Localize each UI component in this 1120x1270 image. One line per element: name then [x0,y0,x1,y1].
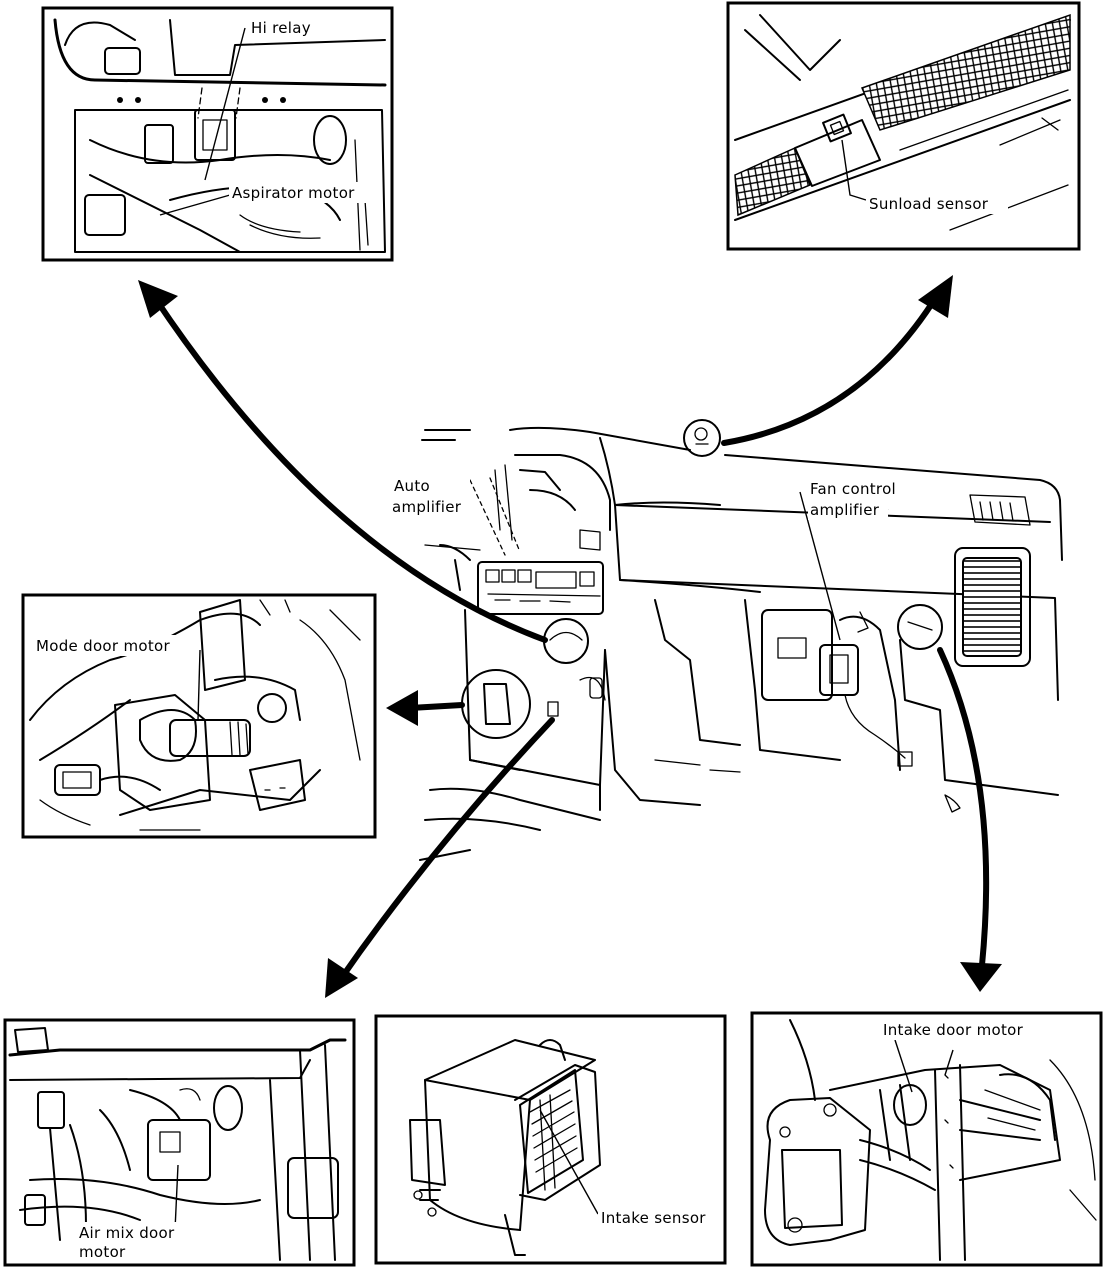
panel-hi-relay-aspirator: Hi relay Aspirator motor [41,6,394,262]
arrowhead-up-left-icon [138,280,178,318]
arrow-to-hi-relay-panel [152,295,548,643]
pointer-arrows [138,275,1002,998]
aspirator-motor-label: Aspirator motor [232,184,355,202]
arrow-to-mode-door-panel [407,702,465,711]
fan-control-label-line2: amplifier [810,501,880,519]
arrow-to-intake-door-panel [937,647,990,968]
panel-air-mix-door-motor: Air mix door motor [3,1018,356,1267]
auto-amplifier-label-line2: amplifier [392,498,462,516]
arrowhead-left-icon [386,690,418,726]
arrow-to-air-mix-panel [337,717,555,983]
panel-intake-door-motor: Intake door motor [750,1011,1103,1267]
arrow-to-sunload-panel [721,291,941,446]
air-mix-label-line1: Air mix door [79,1224,175,1242]
air-mix-label-line2: motor [79,1243,126,1261]
arrowhead-down-icon [960,962,1002,992]
arrowhead-down-left-icon [325,958,358,998]
dashboard-illustration [419,419,1063,861]
panel-mode-door-motor: Mode door motor [21,593,377,839]
mode-door-motor-label: Mode door motor [36,637,170,655]
sunload-sensor-label: Sunload sensor [869,195,989,213]
intake-sensor-label: Intake sensor [601,1209,706,1227]
panel-sunload-sensor: Sunload sensor [726,1,1081,251]
central-labels: Auto amplifier Fan control amplifier [390,476,918,520]
hi-relay-label: Hi relay [251,19,311,37]
arrowhead-up-right-icon [918,275,953,318]
intake-door-motor-label: Intake door motor [883,1021,1024,1039]
auto-amplifier-label-line1: Auto [394,477,430,495]
fan-control-label-line1: Fan control [810,480,896,498]
panel-intake-sensor: Intake sensor [374,1014,727,1265]
